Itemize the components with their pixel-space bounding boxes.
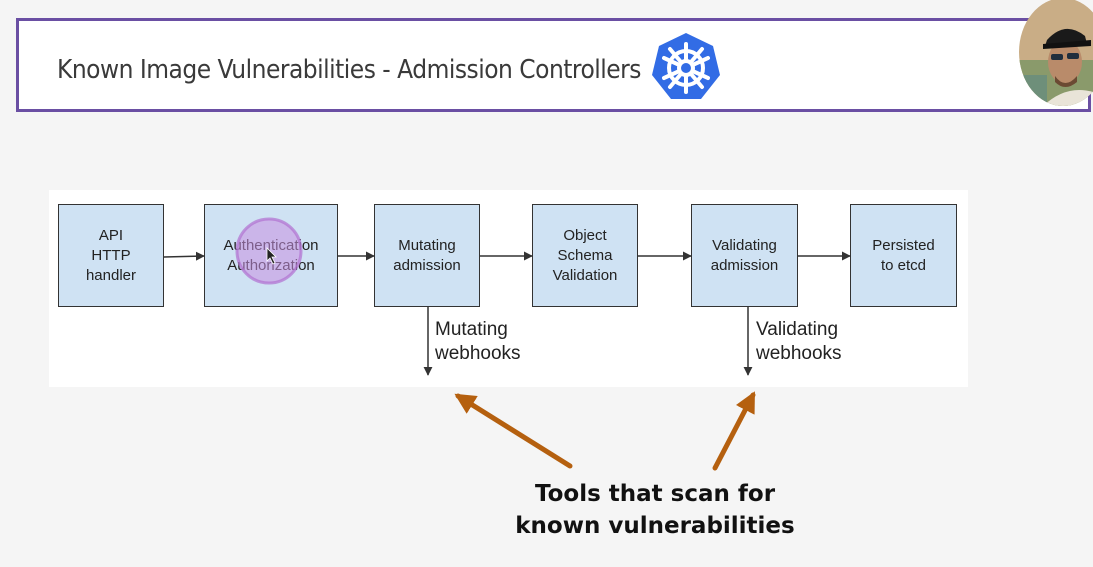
callout-arrow-left	[454, 393, 573, 469]
validating-webhooks-label: Validating webhooks	[756, 319, 842, 364]
stage-object-schema-validation: Object Schema Validation	[532, 204, 638, 307]
callout-arrow-right	[712, 391, 756, 471]
stage-validating-admission: Validating admission	[691, 204, 798, 307]
callout-text: Tools that scan for known vulnerabilitie…	[515, 481, 795, 539]
mutating-webhooks-label: Mutating webhooks	[435, 319, 521, 364]
flow-arrow-1	[163, 251, 205, 261]
kubernetes-logo-icon	[652, 33, 720, 99]
slide-title-bar: Known Image Vulnerabilities - Admission …	[16, 18, 1091, 112]
stage-api-http-handler: API HTTP handler	[58, 204, 164, 307]
stage-persisted-to-etcd: Persisted to etcd	[850, 204, 957, 307]
presenter-webcam-icon	[1019, 0, 1093, 106]
stage-mutating-admission: Mutating admission	[374, 204, 480, 307]
slide-title: Known Image Vulnerabilities - Admission …	[57, 55, 641, 85]
mouse-cursor-icon	[266, 247, 277, 265]
admission-flow-diagram: API HTTP handler Authentication Authoriz…	[49, 190, 968, 387]
